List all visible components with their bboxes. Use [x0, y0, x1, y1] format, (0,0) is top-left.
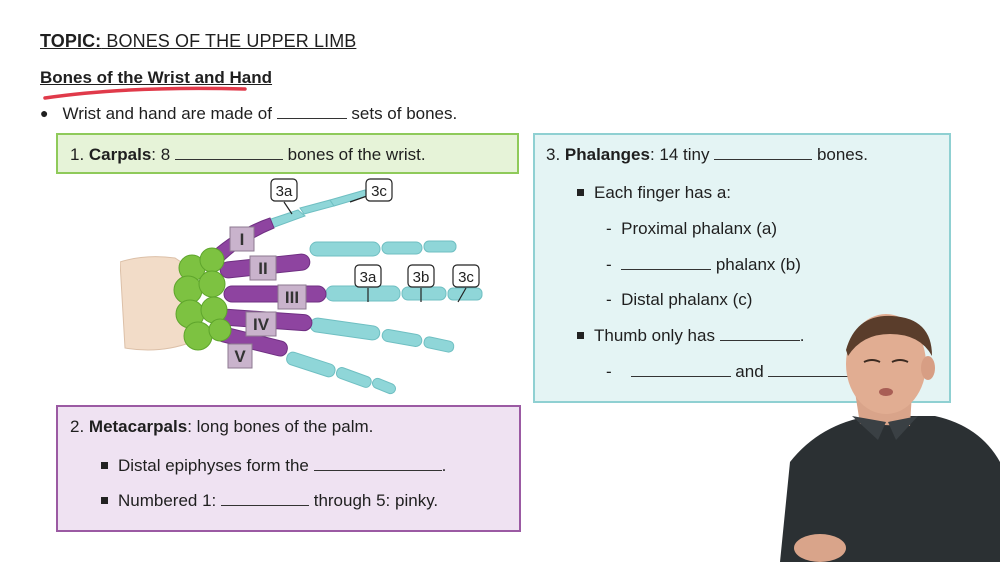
phalanx-label-3a-top: 3a: [276, 183, 293, 200]
topic-label: TOPIC:: [40, 31, 102, 51]
numbered-blank: [221, 491, 309, 506]
metacarpal-label-5: V: [234, 347, 246, 366]
phalanx-callouts: [283, 195, 467, 303]
carpals-title: Carpals: [88, 145, 152, 164]
square-bullet-icon: [101, 497, 108, 504]
square-bullet-icon: [101, 462, 108, 469]
thumb-header: Thumb only has .: [577, 326, 804, 346]
phalanx-label-3c-top: 3c: [371, 183, 387, 200]
intro-blank: [276, 104, 347, 119]
topic-heading: TOPIC: BONES OF THE UPPER LIMB: [40, 31, 356, 52]
square-bullet-icon: [577, 332, 584, 339]
carpal-bones: [173, 247, 232, 351]
metacarpals-title: Metacarpals: [88, 417, 188, 436]
phalanx-label-3c: 3c: [458, 269, 474, 286]
section-title: Bones of the Wrist and Hand: [40, 68, 273, 87]
phalanges-title: Phalanges: [564, 145, 650, 164]
metacarpal-label-2: II: [258, 259, 267, 278]
middle-item: - phalanx (b): [606, 255, 801, 274]
phalanges-line: 3. Phalanges: 14 tiny bones.: [546, 145, 868, 164]
thumb-blank: [719, 326, 800, 341]
topic-text: BONES OF THE UPPER LIMB: [101, 31, 357, 51]
bullet-dot-icon: ●: [40, 105, 49, 121]
thumb-blank-1: [630, 362, 731, 377]
metacarpals-box: [56, 405, 521, 532]
metacarpal-label-1: I: [240, 230, 245, 249]
carpals-blank: [174, 145, 283, 160]
phalanx-label-3b: 3b: [413, 269, 430, 286]
carpals-line: 1. Carpals: 8 bones of the wrist.: [70, 145, 426, 164]
square-bullet-icon: [577, 189, 584, 196]
presenter-shirt: [780, 416, 1000, 562]
thumb-item: - and: [606, 362, 869, 382]
presenter-video: [780, 314, 1000, 562]
distal-item: - Distal phalanx (c): [606, 290, 753, 309]
metacarpal-label-3: III: [285, 288, 299, 307]
phalanx-label-3a: 3a: [360, 269, 377, 286]
epiphyses-blank: [313, 456, 442, 471]
metacarpal-labels: I II III IV V: [227, 226, 307, 369]
hand-bones-diagram: I II III IV V 3a 3c 3a 3b 3c: [120, 178, 483, 395]
thumb-blank-2: [768, 362, 869, 377]
phalanges-blank: [714, 145, 813, 160]
proximal-item: - Proximal phalanx (a): [606, 219, 778, 238]
middle-blank: [621, 255, 712, 270]
finger-header: Each finger has a:: [577, 183, 731, 203]
carpals-box: [56, 133, 519, 174]
metacarpals-line: 2. Metacarpals: long bones of the palm.: [70, 417, 374, 436]
metacarpals-bullet-1: Distal epiphyses form the .: [101, 456, 446, 476]
metacarpals-bullet-2: Numbered 1: through 5: pinky.: [101, 491, 438, 511]
intro-bullet: ●Wrist and hand are made of sets of bone…: [40, 104, 458, 123]
presenter-hair: [846, 315, 932, 356]
phalanges-bones: [267, 189, 483, 395]
red-underline-swoosh: [43, 86, 247, 100]
metacarpal-label-4: IV: [253, 315, 270, 334]
